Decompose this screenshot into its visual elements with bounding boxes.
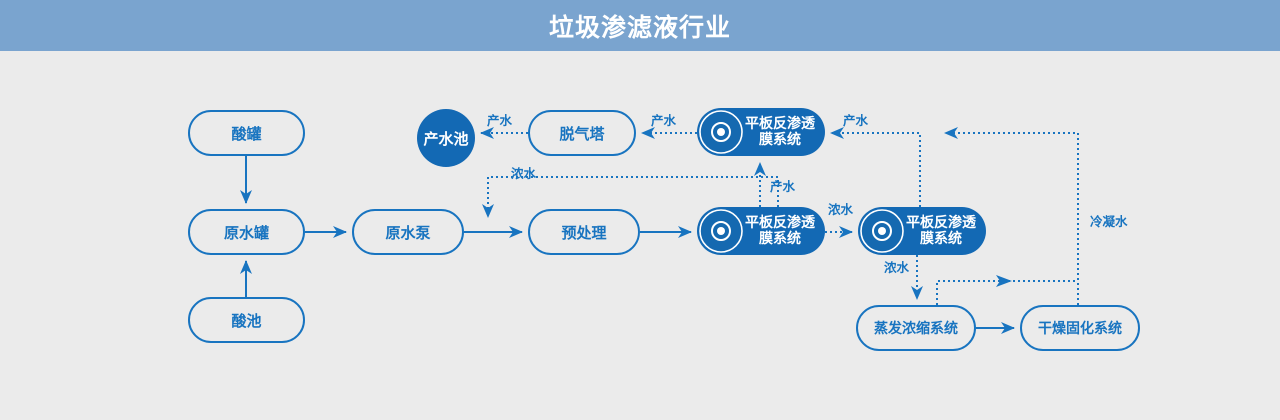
node-ro-membrane-top-label: 平板反渗透 膜系统 (745, 115, 815, 148)
node-product-water-pool[interactable]: 产水池 (417, 109, 475, 167)
edge-label-concentrate-2: 浓水 (828, 202, 854, 217)
edge-drying-condensate-to-ro-top (944, 127, 1079, 305)
edge-evaporation-dotted-to-drying (936, 275, 1078, 305)
node-ro-membrane-mid-1[interactable]: 平板反渗透 膜系统 (697, 207, 825, 255)
node-raw-water-tank-label: 原水罐 (223, 223, 269, 242)
node-ro-membrane-mid-1-label: 平板反渗透 膜系统 (745, 214, 815, 247)
edge-label-condensate: 冷凝水 (1090, 214, 1128, 229)
edge-ro-mid-1-concentrate-to-feed (482, 176, 779, 218)
ro-membrane-icon (860, 209, 904, 253)
node-pretreatment-label: 预处理 (561, 223, 607, 242)
edge-label-product-water-4: 产水 (770, 179, 796, 194)
node-acid-pool-label: 酸池 (231, 311, 262, 330)
edge-ro-mid-2-product-to-ro-top (830, 127, 921, 207)
node-raw-water-tank[interactable]: 原水罐 (188, 209, 305, 255)
edge-label-concentrate-1: 浓水 (511, 166, 537, 181)
node-drying-solidification-system[interactable]: 干燥固化系统 (1020, 305, 1140, 351)
node-ro-membrane-mid-2-label: 平板反渗透 膜系统 (906, 214, 976, 247)
node-degas-tower-label: 脱气塔 (559, 124, 605, 143)
node-evaporation-concentration-system[interactable]: 蒸发浓缩系统 (856, 305, 976, 351)
edge-label-concentrate-3: 浓水 (884, 260, 910, 275)
node-drying-solidification-system-label: 干燥固化系统 (1038, 321, 1122, 337)
edge-label-product-water-3: 产水 (843, 113, 869, 128)
page-header: 垃圾渗滤液行业 (0, 0, 1280, 51)
edge-label-product-water-1: 产水 (487, 113, 513, 128)
node-evaporation-concentration-system-label: 蒸发浓缩系统 (874, 321, 958, 337)
node-ro-membrane-mid-2[interactable]: 平板反渗透 膜系统 (858, 207, 986, 255)
node-product-water-pool-label: 产水池 (423, 129, 469, 148)
node-acid-tank-label: 酸罐 (231, 124, 262, 143)
node-acid-pool[interactable]: 酸池 (188, 297, 305, 343)
node-degas-tower[interactable]: 脱气塔 (528, 110, 636, 156)
node-raw-water-pump[interactable]: 原水泵 (352, 209, 464, 255)
ro-membrane-icon (699, 209, 743, 253)
node-raw-water-pump-label: 原水泵 (385, 223, 431, 242)
diagram-edges (240, 127, 1079, 334)
node-acid-tank[interactable]: 酸罐 (188, 110, 305, 156)
node-ro-membrane-top[interactable]: 平板反渗透 膜系统 (697, 108, 825, 156)
ro-membrane-icon (699, 110, 743, 154)
node-pretreatment[interactable]: 预处理 (528, 209, 640, 255)
page-title: 垃圾渗滤液行业 (548, 12, 731, 42)
edge-label-product-water-2: 产水 (651, 113, 677, 128)
diagram-canvas: 酸罐 原水罐 酸池 原水泵 预处理 脱气塔 产水池 平板反渗透 膜系统 (0, 51, 1280, 420)
